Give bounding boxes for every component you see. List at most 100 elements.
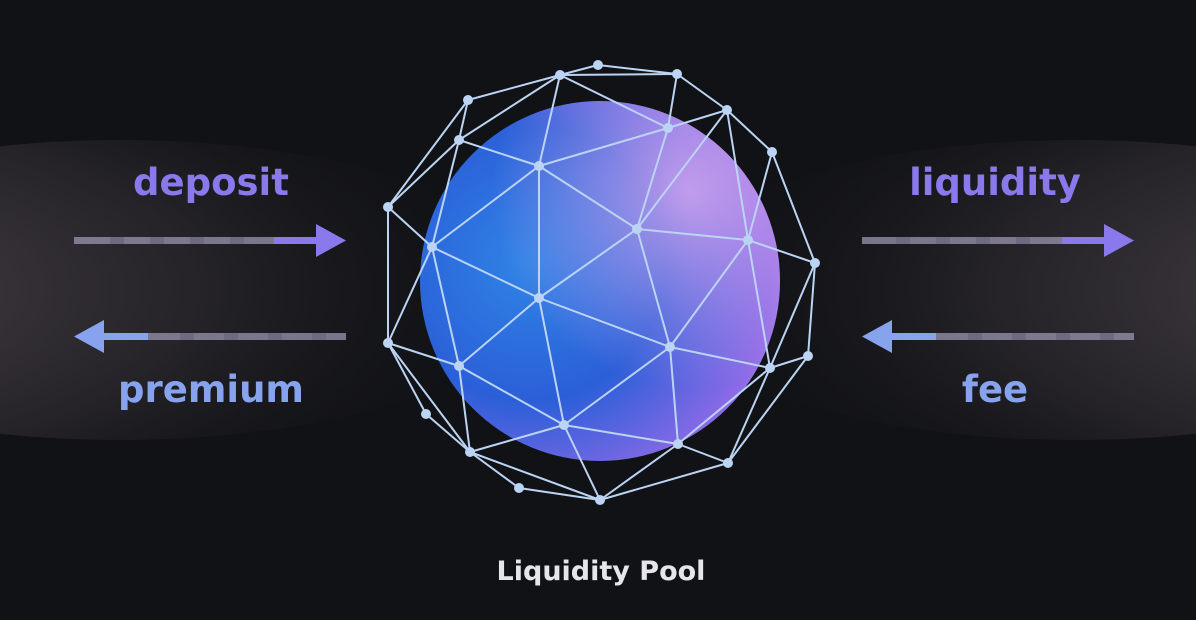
mesh-edge (559, 73, 678, 76)
mesh-node (555, 70, 565, 80)
mesh-node (632, 224, 642, 234)
mesh-node (665, 342, 675, 352)
mesh-edge (747, 239, 816, 264)
mesh-edge (458, 365, 471, 453)
mesh-edge (667, 73, 678, 129)
mesh-edge (387, 342, 427, 415)
mesh-edge (669, 239, 749, 348)
mesh-node (593, 60, 603, 70)
mesh-edge (538, 74, 561, 167)
fee-flow: fee (862, 320, 1134, 411)
mesh-node (514, 483, 524, 493)
mesh-edge (807, 262, 816, 357)
mesh-edge (563, 424, 679, 445)
mesh-edge (669, 346, 679, 445)
premium-arrow (74, 320, 346, 353)
mesh-edge (636, 127, 669, 230)
mesh-edge (538, 127, 669, 167)
geodesic-mesh-nodes (383, 60, 820, 505)
mesh-edge (431, 165, 540, 248)
mesh-edge (727, 367, 771, 464)
mesh-node (559, 420, 569, 430)
mesh-edge (467, 74, 561, 101)
deposit-arrow (74, 224, 346, 257)
mesh-edge (538, 165, 638, 230)
mesh-node (803, 351, 813, 361)
mesh-edge (469, 451, 520, 489)
mesh-node (722, 105, 732, 115)
mesh-edge (431, 139, 460, 248)
fee-arrow (862, 320, 1134, 353)
mesh-edge (747, 239, 771, 369)
mesh-edge (747, 151, 773, 241)
mesh-edge (469, 424, 565, 453)
mesh-edge (469, 451, 601, 501)
mesh-node (767, 147, 777, 157)
mesh-edge (425, 413, 471, 453)
mesh-edge (387, 342, 471, 453)
mesh-node (421, 409, 431, 419)
mesh-edge (563, 346, 671, 426)
mesh-edge (726, 109, 749, 241)
mesh-edge (387, 342, 460, 367)
mesh-edge (538, 228, 638, 299)
mesh-node (463, 95, 473, 105)
liquidity-label: liquidity (909, 161, 1081, 204)
mesh-node (673, 439, 683, 449)
mesh-edge (563, 424, 601, 501)
mesh-edge (458, 139, 540, 167)
mesh-node (595, 495, 605, 505)
premium-flow: premium (74, 320, 346, 411)
mesh-edge (559, 64, 599, 76)
mesh-edge (458, 99, 469, 141)
mesh-edge (667, 109, 728, 129)
mesh-edge (677, 443, 729, 464)
mesh-edge (677, 367, 771, 445)
mesh-edge (599, 462, 729, 501)
mesh-edge (636, 109, 728, 230)
mesh-node (383, 202, 393, 212)
mesh-edge (431, 246, 460, 367)
mesh-edge (726, 109, 773, 153)
fee-label: fee (962, 368, 1028, 411)
liquidity-arrow (862, 224, 1134, 257)
mesh-node (534, 161, 544, 171)
mesh-node (672, 69, 682, 79)
mesh-edge (771, 151, 816, 264)
mesh-edge (431, 246, 540, 299)
mesh-edge (458, 297, 540, 367)
mesh-node (454, 361, 464, 371)
mesh-edge (458, 74, 561, 141)
mesh-node (427, 242, 437, 252)
mesh-edge (669, 346, 771, 369)
mesh-node (465, 447, 475, 457)
mesh-node (454, 135, 464, 145)
mesh-edge (387, 206, 433, 248)
mesh-node (383, 338, 393, 348)
mesh-node (765, 363, 775, 373)
mesh-edge (636, 228, 749, 241)
deposit-label: deposit (133, 161, 289, 204)
mesh-edge (769, 355, 809, 369)
mesh-edge (727, 355, 809, 464)
mesh-edge (387, 246, 433, 344)
mesh-edge (769, 262, 816, 369)
pool-sphere (420, 101, 780, 461)
deposit-flow: deposit (74, 161, 346, 257)
mesh-edge (599, 443, 679, 501)
right-glow (656, 140, 1196, 440)
mesh-node (663, 123, 673, 133)
mesh-edge (387, 99, 469, 208)
liquidity-flow: liquidity (862, 161, 1134, 257)
mesh-edge (538, 297, 671, 348)
mesh-edge (636, 228, 671, 348)
mesh-node (743, 235, 753, 245)
mesh-edge (387, 139, 460, 208)
mesh-node (810, 258, 820, 268)
geodesic-mesh-edges (387, 64, 816, 501)
mesh-edge (538, 297, 565, 426)
mesh-edge (597, 64, 678, 75)
mesh-node (534, 293, 544, 303)
